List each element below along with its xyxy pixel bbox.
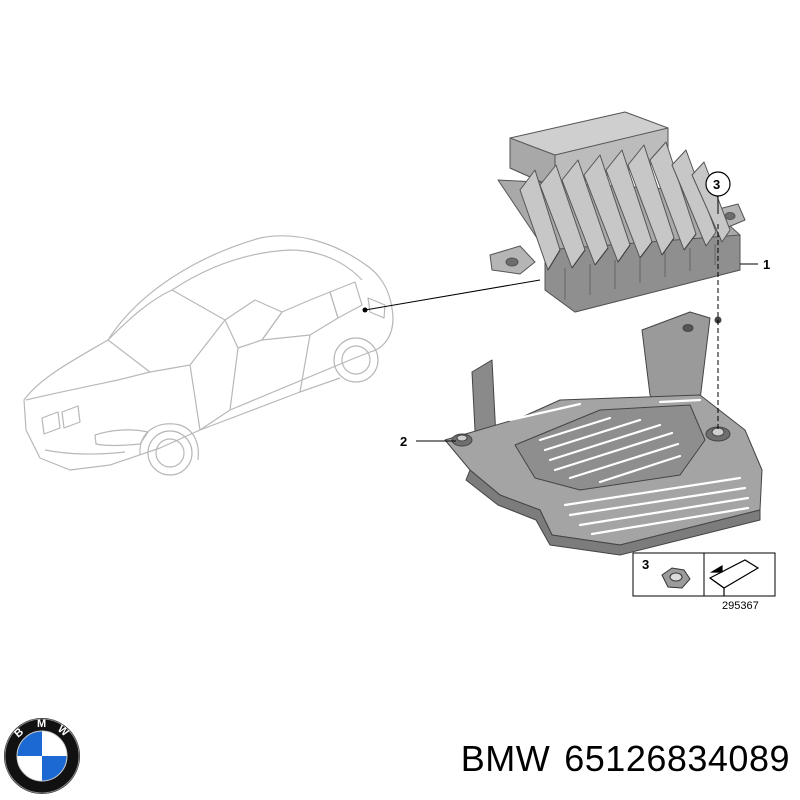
location-leader-line — [364, 279, 541, 311]
mounting-bracket — [444, 311, 763, 556]
bmw-logo-letter-m: M — [37, 718, 46, 730]
bracket-symbol-icon — [708, 559, 760, 596]
brand-name: BMW — [460, 738, 551, 779]
legend-box: 3 295367 — [632, 552, 776, 612]
bmw-logo: B M W — [4, 718, 80, 794]
legend-nut-number: 3 — [642, 557, 649, 572]
hex-nut-icon — [661, 567, 691, 589]
callout-1: 1 — [740, 257, 770, 272]
amplifier-unit — [489, 111, 746, 313]
callout-2-number: 2 — [400, 434, 407, 449]
car-outline-illustration — [23, 235, 394, 476]
reference-number: 295367 — [722, 600, 759, 612]
callout-3-number: 3 — [713, 177, 720, 192]
part-label: BMW 65126834089 — [410, 738, 790, 788]
callout-2: 2 — [400, 434, 456, 449]
callout-1-number: 1 — [763, 257, 770, 272]
callout-3: 3 — [705, 171, 731, 214]
part-number: 65126834089 — [564, 738, 790, 779]
